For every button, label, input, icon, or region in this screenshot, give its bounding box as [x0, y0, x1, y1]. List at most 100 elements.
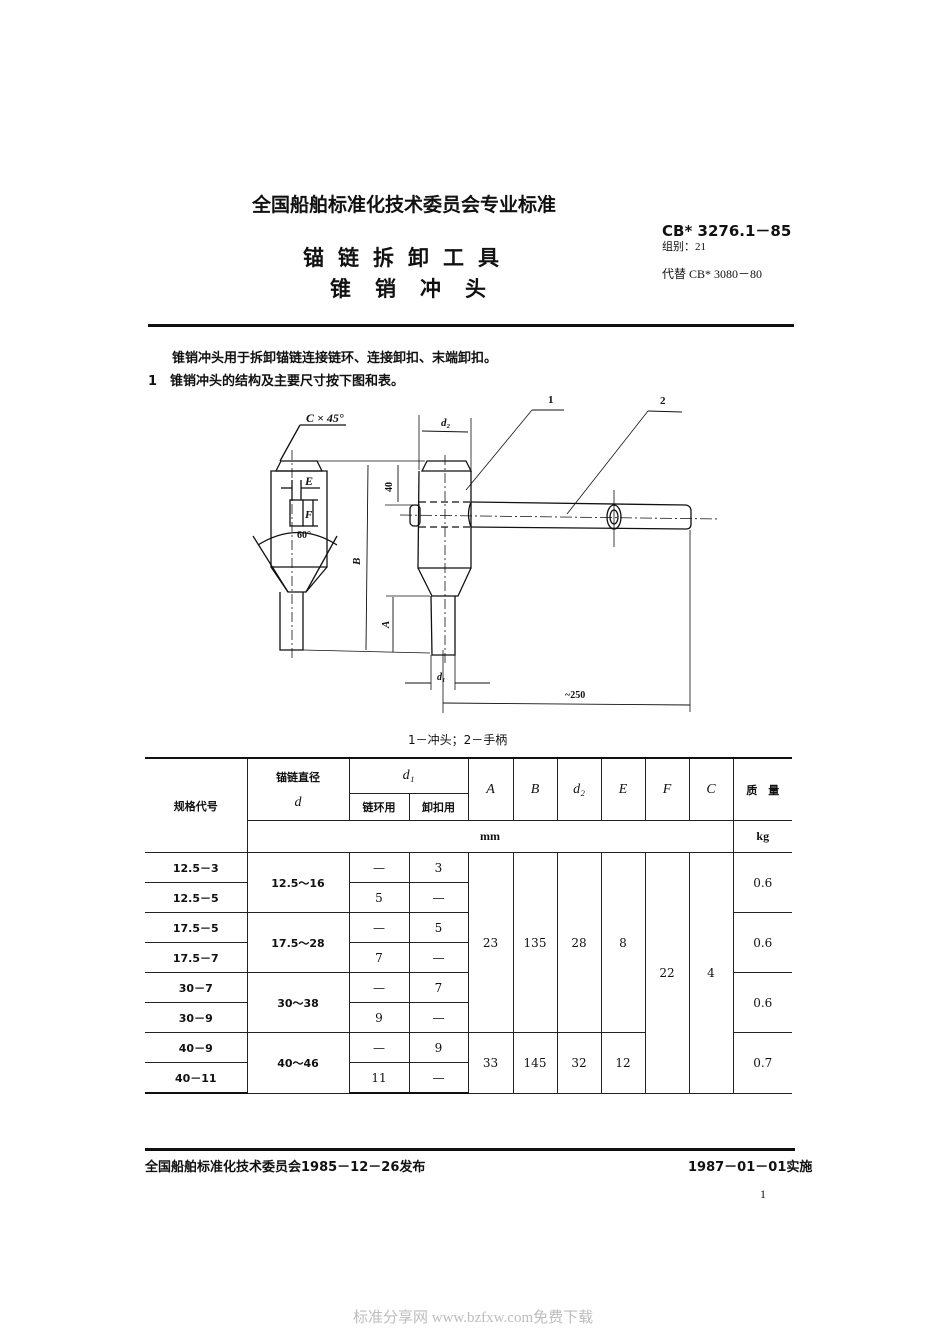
- section-1-paragraph: 1 锥销冲头的结构及主要尺寸按下图和表。: [148, 370, 404, 389]
- handle: [470, 501, 692, 530]
- table-row: 30－9 9 —: [145, 1002, 792, 1033]
- spec-code: 30－9: [145, 1002, 248, 1033]
- table-row: 30－7 30～38 — 7 0.6: [145, 972, 792, 1033]
- d1-shackle: 5: [408, 912, 469, 943]
- header-spec-code: 规格代号: [145, 757, 248, 853]
- spec-code: 30－7: [145, 972, 248, 1003]
- value-d2: 28: [556, 852, 602, 1033]
- right-taper: [417, 567, 472, 597]
- d1-shackle: 9: [408, 1032, 469, 1063]
- value-d2: 32: [556, 1032, 602, 1094]
- d1-link: 9: [348, 1002, 410, 1033]
- d1-link: —: [348, 1032, 410, 1063]
- table-row: 40－11 11 —: [145, 1062, 792, 1094]
- d1-shackle: 7: [408, 972, 469, 1003]
- document-title: 锚链拆卸工具: [303, 246, 513, 270]
- header-B: B: [512, 757, 558, 821]
- unit-mm: mm: [246, 820, 734, 853]
- effective-date: 1987－01－01实施: [688, 1160, 813, 1175]
- mass-value: 0.6: [732, 852, 792, 913]
- unit-kg: kg: [732, 820, 792, 853]
- d1-link: 11: [348, 1062, 410, 1094]
- right-head-chamfer: [420, 460, 473, 472]
- d1-label: d₁: [437, 672, 446, 683]
- table-row: 17.5－7 7 —: [145, 942, 792, 973]
- chain-diameter: 30～38: [246, 972, 350, 1033]
- spec-code: 17.5－5: [145, 912, 248, 943]
- d1-link: 7: [348, 942, 410, 973]
- header-d1-shackle: 卸扣用: [408, 793, 469, 821]
- slot: [289, 499, 304, 527]
- table-row: 17.5－5 17.5～28 — 5 0.6: [145, 912, 792, 973]
- right-head-body: [417, 470, 472, 569]
- section-number: 1: [148, 374, 158, 389]
- left-taper: [270, 566, 328, 593]
- chain-diameter: 17.5～28: [246, 912, 350, 973]
- spec-code: 17.5－7: [145, 942, 248, 973]
- d1-link: —: [348, 972, 410, 1003]
- mass-value: 0.6: [732, 912, 792, 973]
- header-chain-diameter-label: 锚链直径: [276, 770, 320, 784]
- d1-shackle: —: [408, 882, 469, 913]
- header-E: E: [600, 757, 646, 821]
- spec-code: 40－11: [145, 1062, 248, 1094]
- d1-shackle: —: [408, 942, 469, 973]
- d1-link: 5: [348, 882, 410, 913]
- dimensions-table: 规格代号 锚链直径 d d₁ A B d₂ E F C 质 量 链环用 卸扣用 …: [145, 757, 792, 1094]
- d1-link: —: [348, 852, 410, 883]
- standard-number: CB* 3276.1－85: [662, 222, 792, 240]
- intro-paragraph: 锥销冲头用于拆卸锚链连接链环、连接卸扣、末端卸扣。: [172, 351, 498, 366]
- length-label: ~250: [565, 690, 585, 701]
- value-B: 145: [512, 1032, 558, 1094]
- spec-code: 12.5－3: [145, 852, 248, 883]
- part-2-label: 2: [660, 395, 666, 407]
- header-F: F: [644, 757, 690, 821]
- left-head-chamfer: [274, 460, 324, 472]
- header-d1: d₁: [348, 757, 469, 794]
- watermark: 标准分享网 www.bzfxw.com免费下载: [353, 1310, 594, 1326]
- footer-rule: [145, 1148, 795, 1151]
- figure-caption: 1－冲头；2－手柄: [408, 733, 508, 747]
- value-E: 8: [600, 852, 646, 1033]
- d1-shackle: —: [408, 1062, 469, 1094]
- section-text: 锥销冲头的结构及主要尺寸按下图和表。: [170, 374, 405, 389]
- header-d1-link: 链环用: [348, 793, 410, 821]
- chamfer-label: C × 45°: [306, 411, 344, 425]
- mass-value: 0.7: [732, 1032, 792, 1094]
- header-rule: [148, 324, 794, 327]
- table-row: 12.5－5 5 —: [145, 882, 792, 913]
- value-B: 135: [512, 852, 558, 1033]
- chain-diameter: 40～46: [246, 1032, 350, 1094]
- A-label: A: [380, 621, 392, 629]
- table-row: 40－9 40～46 — 9 33 145 32 12 0.7: [145, 1032, 792, 1094]
- value-E: 12: [600, 1032, 646, 1094]
- value-A: 23: [467, 852, 514, 1033]
- left-tip: [279, 592, 304, 651]
- technical-drawing: C × 45° d₂ 1 2 E F 60° 40 B A d₁ ~250: [252, 394, 721, 713]
- value-F: 22: [644, 852, 690, 1094]
- right-tip: [430, 595, 456, 656]
- header-chain-diameter-symbol: d: [294, 794, 302, 810]
- group-label: 组别：21: [662, 241, 706, 253]
- header-A: A: [467, 757, 514, 821]
- publisher-line: 全国船舶标准化技术委员会1985－12－26发布: [145, 1160, 426, 1175]
- header-d2: d₂: [556, 757, 602, 821]
- replaces-label: 代替 CB* 3080－80: [662, 267, 763, 281]
- spec-code: 40－9: [145, 1032, 248, 1063]
- header-C: C: [688, 757, 734, 821]
- d1-shackle: —: [408, 1002, 469, 1033]
- header-chain-diameter: 锚链直径 d: [246, 757, 350, 821]
- header-mass: 质 量: [732, 757, 792, 821]
- left-head-body: [270, 470, 328, 568]
- angle-label: 60°: [297, 530, 311, 541]
- document-subtitle: 锥销冲头: [330, 277, 510, 301]
- value-C: 4: [688, 852, 734, 1094]
- dim-40-label: 40: [384, 482, 395, 492]
- d1-link: —: [348, 912, 410, 943]
- page-number: 1: [760, 1187, 766, 1201]
- spec-code: 12.5－5: [145, 882, 248, 913]
- d1-shackle: 3: [408, 852, 469, 883]
- part-1-label: 1: [548, 394, 554, 406]
- chain-diameter: 12.5～16: [246, 852, 350, 913]
- B-label: B: [351, 558, 363, 566]
